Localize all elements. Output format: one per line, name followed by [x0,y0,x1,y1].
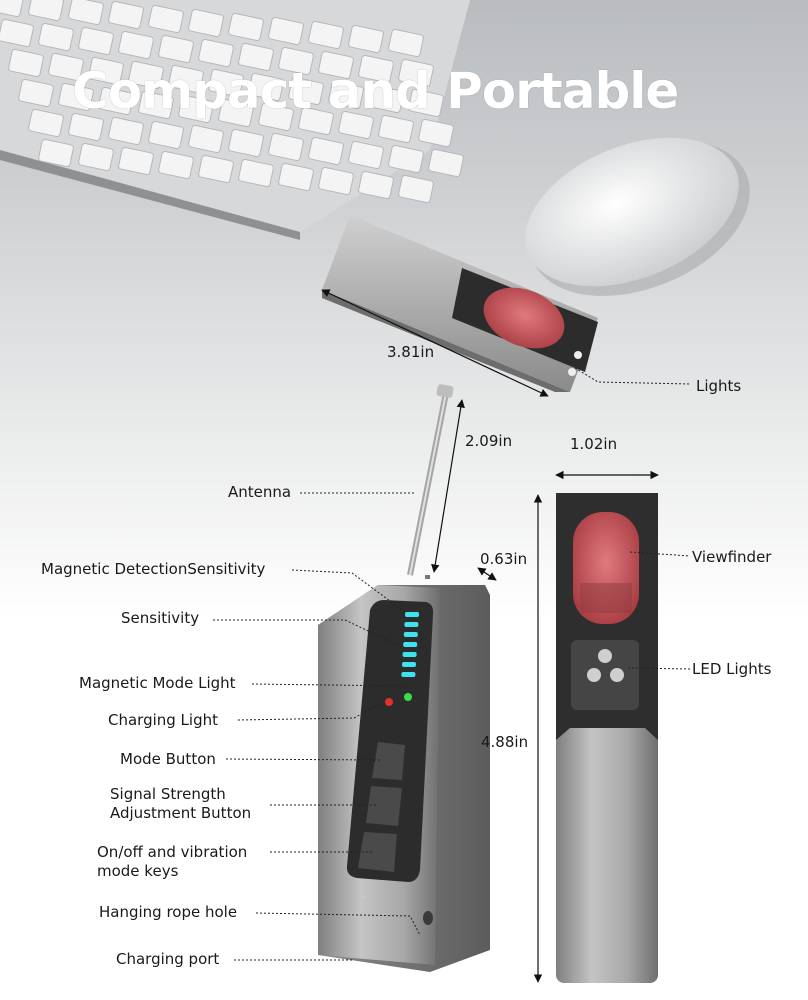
keyboard-key [108,116,144,146]
label-viewfinder: Viewfinder [692,548,772,566]
keyboard-key [248,72,284,102]
headline: Compact and Portable [72,62,679,120]
keyboard-key [98,86,134,116]
keyboard-key [368,84,404,114]
keyboard-key [348,140,384,170]
keyboard-key [0,0,24,18]
keyboard-key [68,112,104,142]
keyboard-key [388,28,424,58]
keyboard-key [118,146,154,176]
keyboard-key [18,78,54,108]
sensitivity-led-bar [405,612,419,617]
keyboard-key [78,26,114,56]
keyboard-key [148,120,184,150]
dimension-lines [321,289,659,983]
keyboard-key [138,90,174,120]
keyboard-key [228,12,264,42]
keyboard-key [78,142,114,172]
keyboard-key [308,136,344,166]
keyboard-key [348,24,384,54]
keyboard-key [38,22,74,52]
keyboard-key [0,18,34,48]
keyboard-key [28,0,64,22]
keyboard-key [108,0,144,30]
keyboard-key [318,166,354,196]
keyboard-key [208,68,244,98]
keyboard-key [88,56,124,86]
label-magnetic-mode-light: Magnetic Mode Light [79,674,236,692]
keyboard-key [258,102,294,132]
keyboard-key [28,108,64,138]
keyboard-key [228,128,264,158]
keyboard [0,0,470,240]
keyboard-key [238,158,274,188]
keyboard-key [278,46,314,76]
device-front [318,384,490,972]
mouse [525,137,750,296]
label-magnetic-sensitivity: Magnetic DetectionSensitivity [41,560,266,578]
keyboard-key [338,110,374,140]
keyboard-key [118,30,154,60]
keyboard-key [328,80,364,110]
keyboard-key [268,132,304,162]
keyboard-key [288,76,324,106]
label-antenna: Antenna [228,483,292,501]
keyboard-key [278,162,314,192]
keyboard-key [148,4,184,34]
keyboard-key [358,54,394,84]
keyboard-key [188,8,224,38]
keyboard-key [178,94,214,124]
keyboard-key [388,144,424,174]
keyboard-key [128,60,164,90]
label-power-keys: On/off and vibration mode keys [97,843,248,880]
keyboard-key [358,170,394,200]
sensitivity-led-bar [402,662,416,667]
keyboard-key [418,118,454,148]
keyboard-key [408,88,444,118]
keyboard-key [238,42,274,72]
leader-lines [213,367,691,961]
label-rope-hole: Hanging rope hole [99,903,238,921]
keyboard-key [298,106,334,136]
dimension-depth: 0.63in [480,550,528,568]
keyboard-key [8,48,44,78]
keyboard-key [58,82,94,112]
keyboard-key [68,0,104,26]
label-charging-light: Charging Light [108,711,218,729]
sensitivity-led-bar [403,642,418,647]
dimension-height: 4.88in [481,733,529,751]
sensitivity-led-bar [402,652,417,657]
label-led-lights: LED Lights [692,660,772,678]
dimension-length: 3.81in [387,343,435,361]
keyboard-key [398,174,434,204]
keyboard-key [308,20,344,50]
keyboard-key [268,16,304,46]
keyboard-key [38,138,74,168]
keyboard-key [198,154,234,184]
keyboard-key [188,124,224,154]
keyboard-key [168,64,204,94]
keyboard-key [158,150,194,180]
label-charging-port: Charging port [116,950,220,968]
label-mode-button: Mode Button [120,750,216,768]
device-back [556,493,658,983]
keyboard-key [218,98,254,128]
keyboard-key [318,50,354,80]
keyboard-key [198,38,234,68]
label-lights: Lights [696,377,742,395]
sensitivity-led-bar [403,632,418,637]
dimension-width: 1.02in [570,435,618,453]
keyboard-key [378,114,414,144]
keyboard-key [48,52,84,82]
keyboard-key [428,148,464,178]
keyboard-key [158,34,194,64]
sensitivity-led-bar [401,672,416,677]
dimension-antenna: 2.09in [465,432,513,450]
label-sensitivity: Sensitivity [121,609,200,627]
sensitivity-led-bar [404,622,419,627]
keyboard-key [398,58,434,88]
label-signal-button: Signal Strength Adjustment Button [110,785,252,822]
